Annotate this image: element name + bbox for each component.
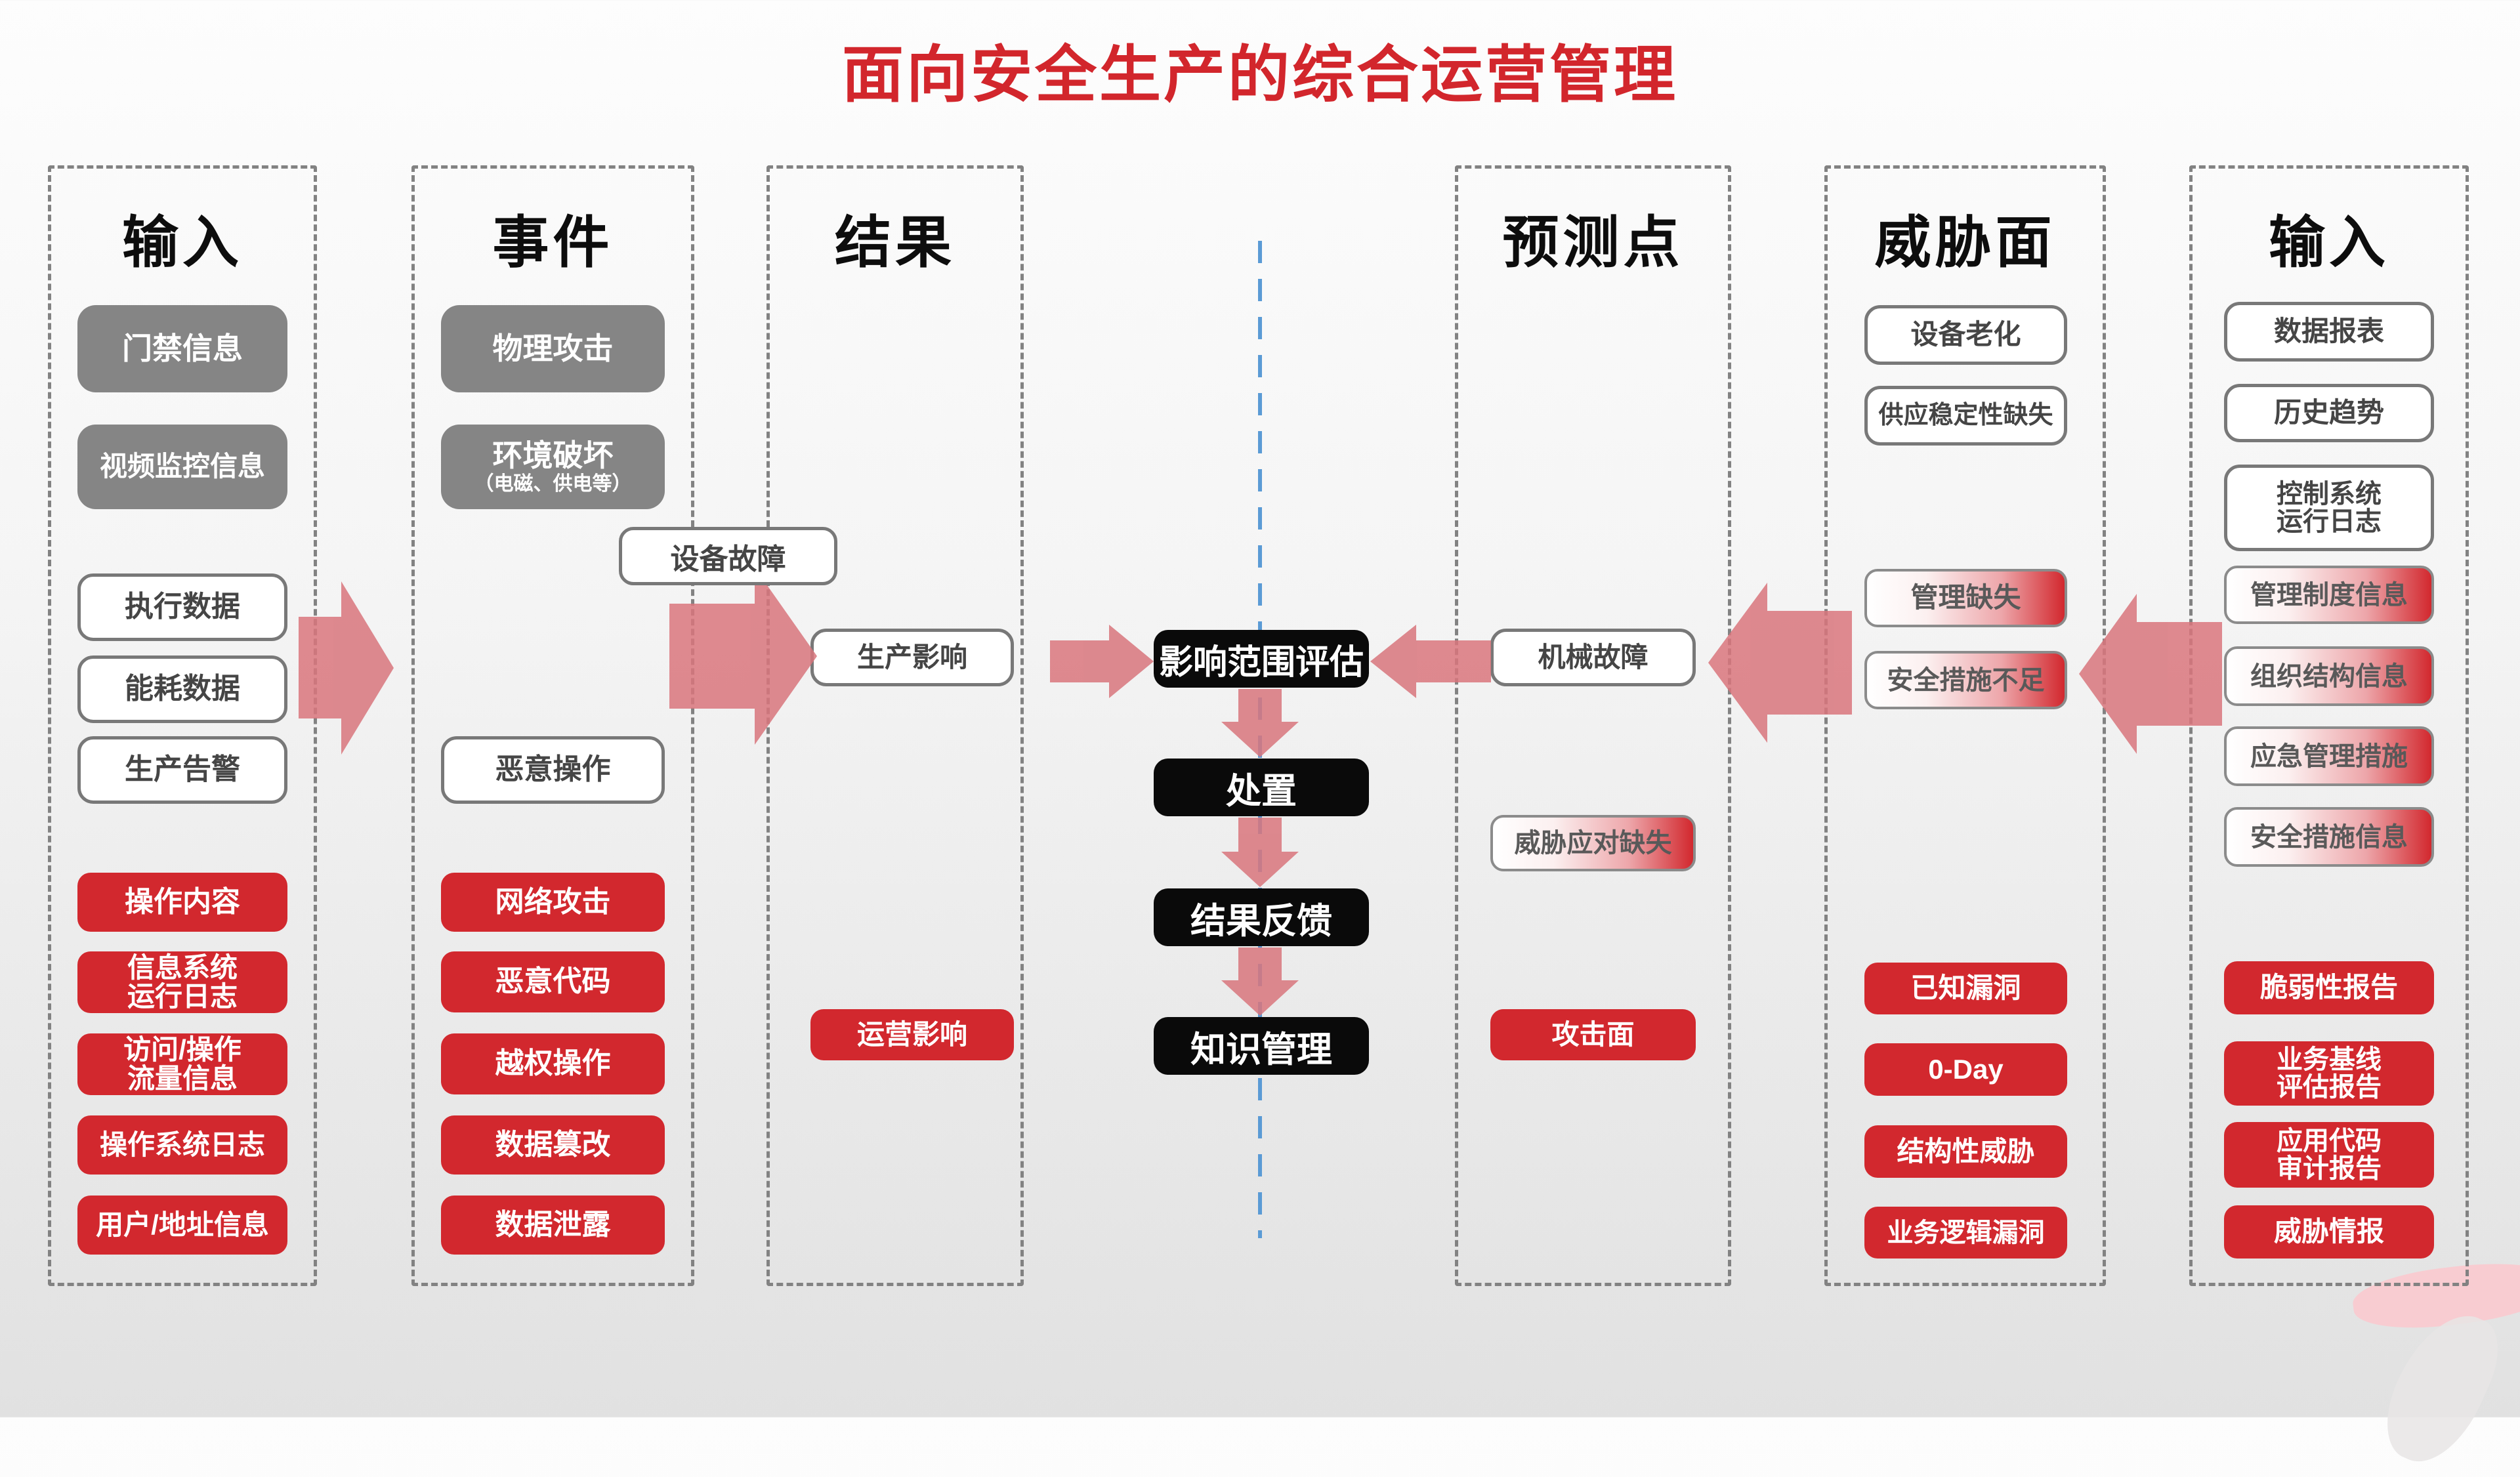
node-management-gap: 管理缺失 xyxy=(1864,569,2067,627)
node-privilege-abuse: 越权操作 xyxy=(441,1033,665,1094)
node-structural-threat: 结构性威胁 xyxy=(1864,1125,2067,1178)
arrow-disposal-to-feedback-icon xyxy=(1221,818,1299,887)
node-attack-surface: 攻击面 xyxy=(1490,1009,1696,1060)
node-known-vuln: 已知漏洞 xyxy=(1864,963,2067,1014)
column-input-left: 输入 门禁信息 视频监控信息 执行数据 能耗数据 生产告警 操作内容 信息系统运… xyxy=(48,165,317,1286)
node-threat-response-gap: 威胁应对缺失 xyxy=(1490,815,1696,871)
column-input-left-header: 输入 xyxy=(122,211,243,274)
node-os-log: 操作系统日志 xyxy=(77,1115,287,1175)
node-mechanical-fault: 机械故障 xyxy=(1490,629,1696,686)
node-org-structure-info: 组织结构信息 xyxy=(2224,646,2434,706)
node-supply-stability-gap: 供应稳定性缺失 xyxy=(1864,386,2067,446)
node-environment-damage: 环境破坏 （电磁、供电等） xyxy=(441,425,665,509)
node-security-measure-info: 安全措施信息 xyxy=(2224,807,2434,867)
column-event: 事件 物理攻击 环境破坏 （电磁、供电等） 恶意操作 网络攻击 恶意代码 越权操… xyxy=(411,165,694,1286)
node-device-aging: 设备老化 xyxy=(1864,305,2067,365)
node-production-alert: 生产告警 xyxy=(77,736,287,804)
node-history-trend: 历史趋势 xyxy=(2224,384,2434,442)
column-prediction-point: 预测点 机械故障 威胁应对缺失 攻击面 xyxy=(1455,165,1731,1286)
node-business-baseline-report: 业务基线评估报告 xyxy=(2224,1041,2434,1106)
arrow-assessment-to-disposal-icon xyxy=(1221,689,1299,757)
column-result-header: 结果 xyxy=(835,211,956,274)
node-data-tamper: 数据篡改 xyxy=(441,1115,665,1175)
node-malicious-code: 恶意代码 xyxy=(441,951,665,1012)
node-data-leak: 数据泄露 xyxy=(441,1196,665,1255)
node-energy-data: 能耗数据 xyxy=(77,655,287,723)
node-insufficient-security-measures: 安全措施不足 xyxy=(1864,651,2067,709)
column-prediction-header: 预测点 xyxy=(1502,211,1684,274)
arrow-result-to-assessment-icon xyxy=(1050,625,1154,698)
node-app-code-audit-report: 应用代码审计报告 xyxy=(2224,1122,2434,1188)
node-production-impact: 生产影响 xyxy=(810,629,1014,686)
column-threat-surface-header: 威胁面 xyxy=(1874,211,2056,274)
node-network-attack: 网络攻击 xyxy=(441,873,665,932)
node-access-info: 门禁信息 xyxy=(77,305,287,392)
page-title: 面向安全生产的综合运营管理 xyxy=(841,40,1678,109)
arrow-prediction-to-assessment-icon xyxy=(1370,625,1491,698)
node-operation-impact: 运营影响 xyxy=(810,1009,1014,1060)
node-info-system-log: 信息系统运行日志 xyxy=(77,951,287,1013)
column-input-right: 输入 数据报表 历史趋势 控制系统运行日志 管理制度信息 组织结构信息 应急管理… xyxy=(2189,165,2469,1286)
node-video-monitor-info: 视频监控信息 xyxy=(77,425,287,509)
node-mgmt-policy-info: 管理制度信息 xyxy=(2224,566,2434,624)
node-business-logic-vuln: 业务逻辑漏洞 xyxy=(1864,1207,2067,1259)
node-device-fault: 设备故障 xyxy=(619,527,837,585)
node-physical-attack: 物理攻击 xyxy=(441,305,665,392)
node-data-report: 数据报表 xyxy=(2224,302,2434,362)
arrow-event-to-result-icon xyxy=(669,568,817,745)
node-access-traffic-info: 访问/操作流量信息 xyxy=(77,1033,287,1095)
node-threat-intel: 威胁情报 xyxy=(2224,1205,2434,1259)
node-execution-data: 执行数据 xyxy=(77,573,287,641)
node-emergency-measures: 应急管理措施 xyxy=(2224,726,2434,786)
step-result-feedback: 结果反馈 xyxy=(1154,888,1369,946)
column-input-right-header: 输入 xyxy=(2269,211,2389,274)
node-vulnerability-report: 脆弱性报告 xyxy=(2224,961,2434,1014)
node-control-system-log: 控制系统运行日志 xyxy=(2224,465,2434,551)
column-threat-surface: 威胁面 设备老化 供应稳定性缺失 管理缺失 安全措施不足 已知漏洞 0-Day … xyxy=(1824,165,2106,1286)
arrow-threat-to-prediction-icon xyxy=(1708,583,1852,743)
step-impact-scope-assessment: 影响范围评估 xyxy=(1154,630,1369,688)
column-event-header: 事件 xyxy=(492,211,614,274)
node-user-address-info: 用户/地址信息 xyxy=(77,1196,287,1255)
node-zero-day: 0-Day xyxy=(1864,1043,2067,1096)
node-malicious-operation: 恶意操作 xyxy=(441,736,665,804)
step-knowledge-mgmt: 知识管理 xyxy=(1154,1017,1369,1075)
step-disposal: 处置 xyxy=(1154,759,1369,816)
column-result: 结果 生产影响 运营影响 xyxy=(766,165,1024,1286)
arrow-feedback-to-knowledge-icon xyxy=(1221,947,1299,1016)
arrow-input-to-event-icon xyxy=(299,581,394,755)
arrow-input-to-threat-icon xyxy=(2079,594,2222,754)
node-operation-content: 操作内容 xyxy=(77,873,287,932)
